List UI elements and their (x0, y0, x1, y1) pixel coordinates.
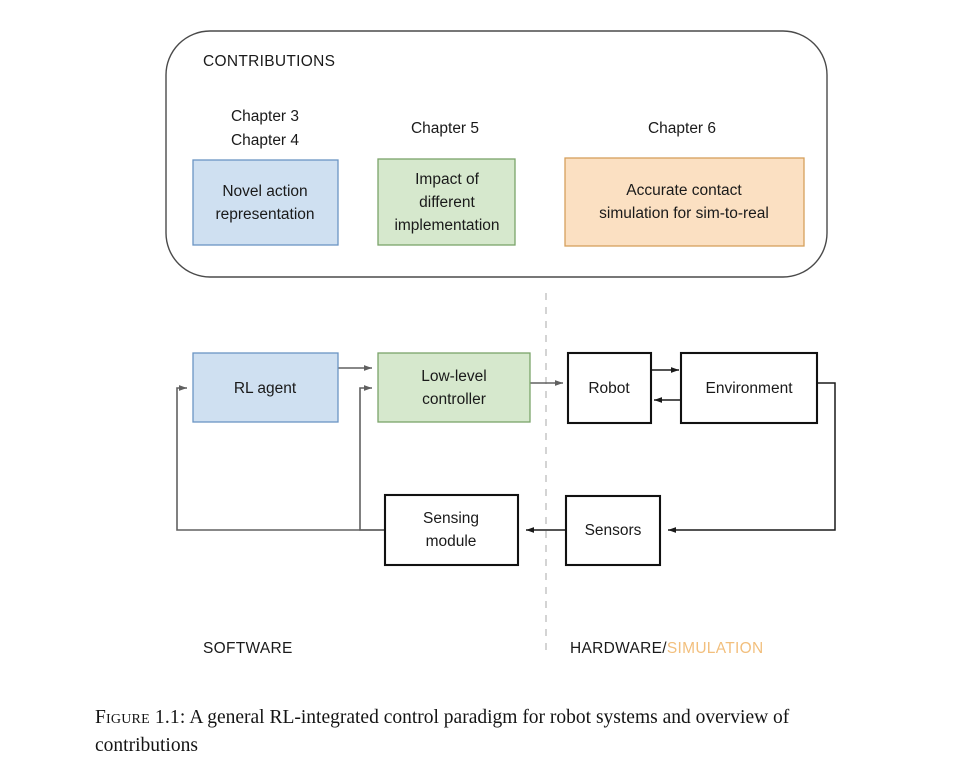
zone-labels: SOFTWARE HARDWARE/SIMULATION (203, 640, 763, 657)
contribution-box-accurate-contact-line1: Accurate contact (626, 182, 742, 199)
contribution-box-impact-line2: different (419, 194, 475, 211)
contribution-box-impact[interactable] (377, 158, 516, 246)
node-rl-agent[interactable]: RL agent (192, 352, 339, 423)
arrow-environment-to-sensors (668, 382, 836, 533)
figure-caption-text: A general RL-integrated control paradigm… (95, 707, 790, 757)
node-environment[interactable]: Environment (679, 351, 819, 425)
figure-caption-label: Figure 1.1: (95, 707, 186, 728)
figure-caption: Figure 1.1: A general RL-integrated cont… (95, 704, 895, 761)
contribution-item-3: Chapter 6 Accurate contact simulation fo… (564, 120, 805, 247)
node-sensing-module-line1: Sensing (423, 510, 479, 527)
contribution-item-1: Chapter 3 Chapter 4 Novel action represe… (192, 108, 339, 246)
contribution-item-2: Chapter 5 Impact of different implementa… (377, 120, 516, 246)
zone-label-software: SOFTWARE (203, 640, 293, 657)
node-low-level-controller-line1: Low-level (421, 368, 486, 385)
node-sensors[interactable]: Sensors (564, 494, 662, 567)
node-environment-label: Environment (705, 380, 793, 397)
arrow-sensing-to-rlagent (176, 385, 385, 531)
node-low-level-controller-line2: controller (422, 391, 486, 408)
rl-control-paradigm-diagram: CONTRIBUTIONS Chapter 3 Chapter 4 Novel … (165, 30, 836, 657)
node-sensing-module[interactable]: Sensing module (383, 493, 520, 567)
zone-label-hardware: HARDWARE/ (570, 640, 667, 657)
contributions-title: CONTRIBUTIONS (203, 53, 335, 70)
chapter-label-3: Chapter 3 (231, 108, 299, 125)
chapter-label-4: Chapter 4 (231, 132, 299, 149)
node-sensing-module-box[interactable] (383, 493, 520, 567)
node-robot-label: Robot (588, 380, 630, 397)
contribution-box-novel-action[interactable] (192, 159, 339, 246)
contribution-box-impact-line3: implementation (394, 217, 499, 234)
chapter-label-5: Chapter 5 (411, 120, 479, 137)
node-rl-agent-label: RL agent (234, 380, 297, 397)
node-rl-agent-box[interactable] (192, 352, 339, 423)
diagram-connectors (176, 365, 836, 533)
chapter-label-6: Chapter 6 (648, 120, 716, 137)
contribution-box-novel-action-line2: representation (215, 206, 314, 223)
contributions-panel: CONTRIBUTIONS Chapter 3 Chapter 4 Novel … (165, 30, 828, 278)
node-environment-box[interactable] (679, 351, 819, 425)
node-sensors-label: Sensors (585, 522, 642, 539)
contribution-box-accurate-contact[interactable] (564, 157, 805, 247)
contribution-box-impact-line1: Impact of (415, 171, 479, 188)
node-low-level-controller[interactable]: Low-level controller (377, 352, 531, 423)
contribution-box-novel-action-line1: Novel action (222, 183, 307, 200)
contribution-box-accurate-contact-line2: simulation for sim-to-real (599, 205, 769, 222)
node-robot-box[interactable] (566, 351, 653, 425)
node-sensors-box[interactable] (564, 494, 662, 567)
zone-label-simulation: SIMULATION (667, 640, 764, 657)
node-sensing-module-line2: module (426, 533, 477, 550)
node-robot[interactable]: Robot (566, 351, 653, 425)
block-diagram-nodes: RL agent Low-level controller Robot Envi… (192, 351, 819, 567)
zone-label-hardware-simulation: HARDWARE/SIMULATION (570, 640, 763, 657)
node-low-level-controller-box[interactable] (377, 352, 531, 423)
